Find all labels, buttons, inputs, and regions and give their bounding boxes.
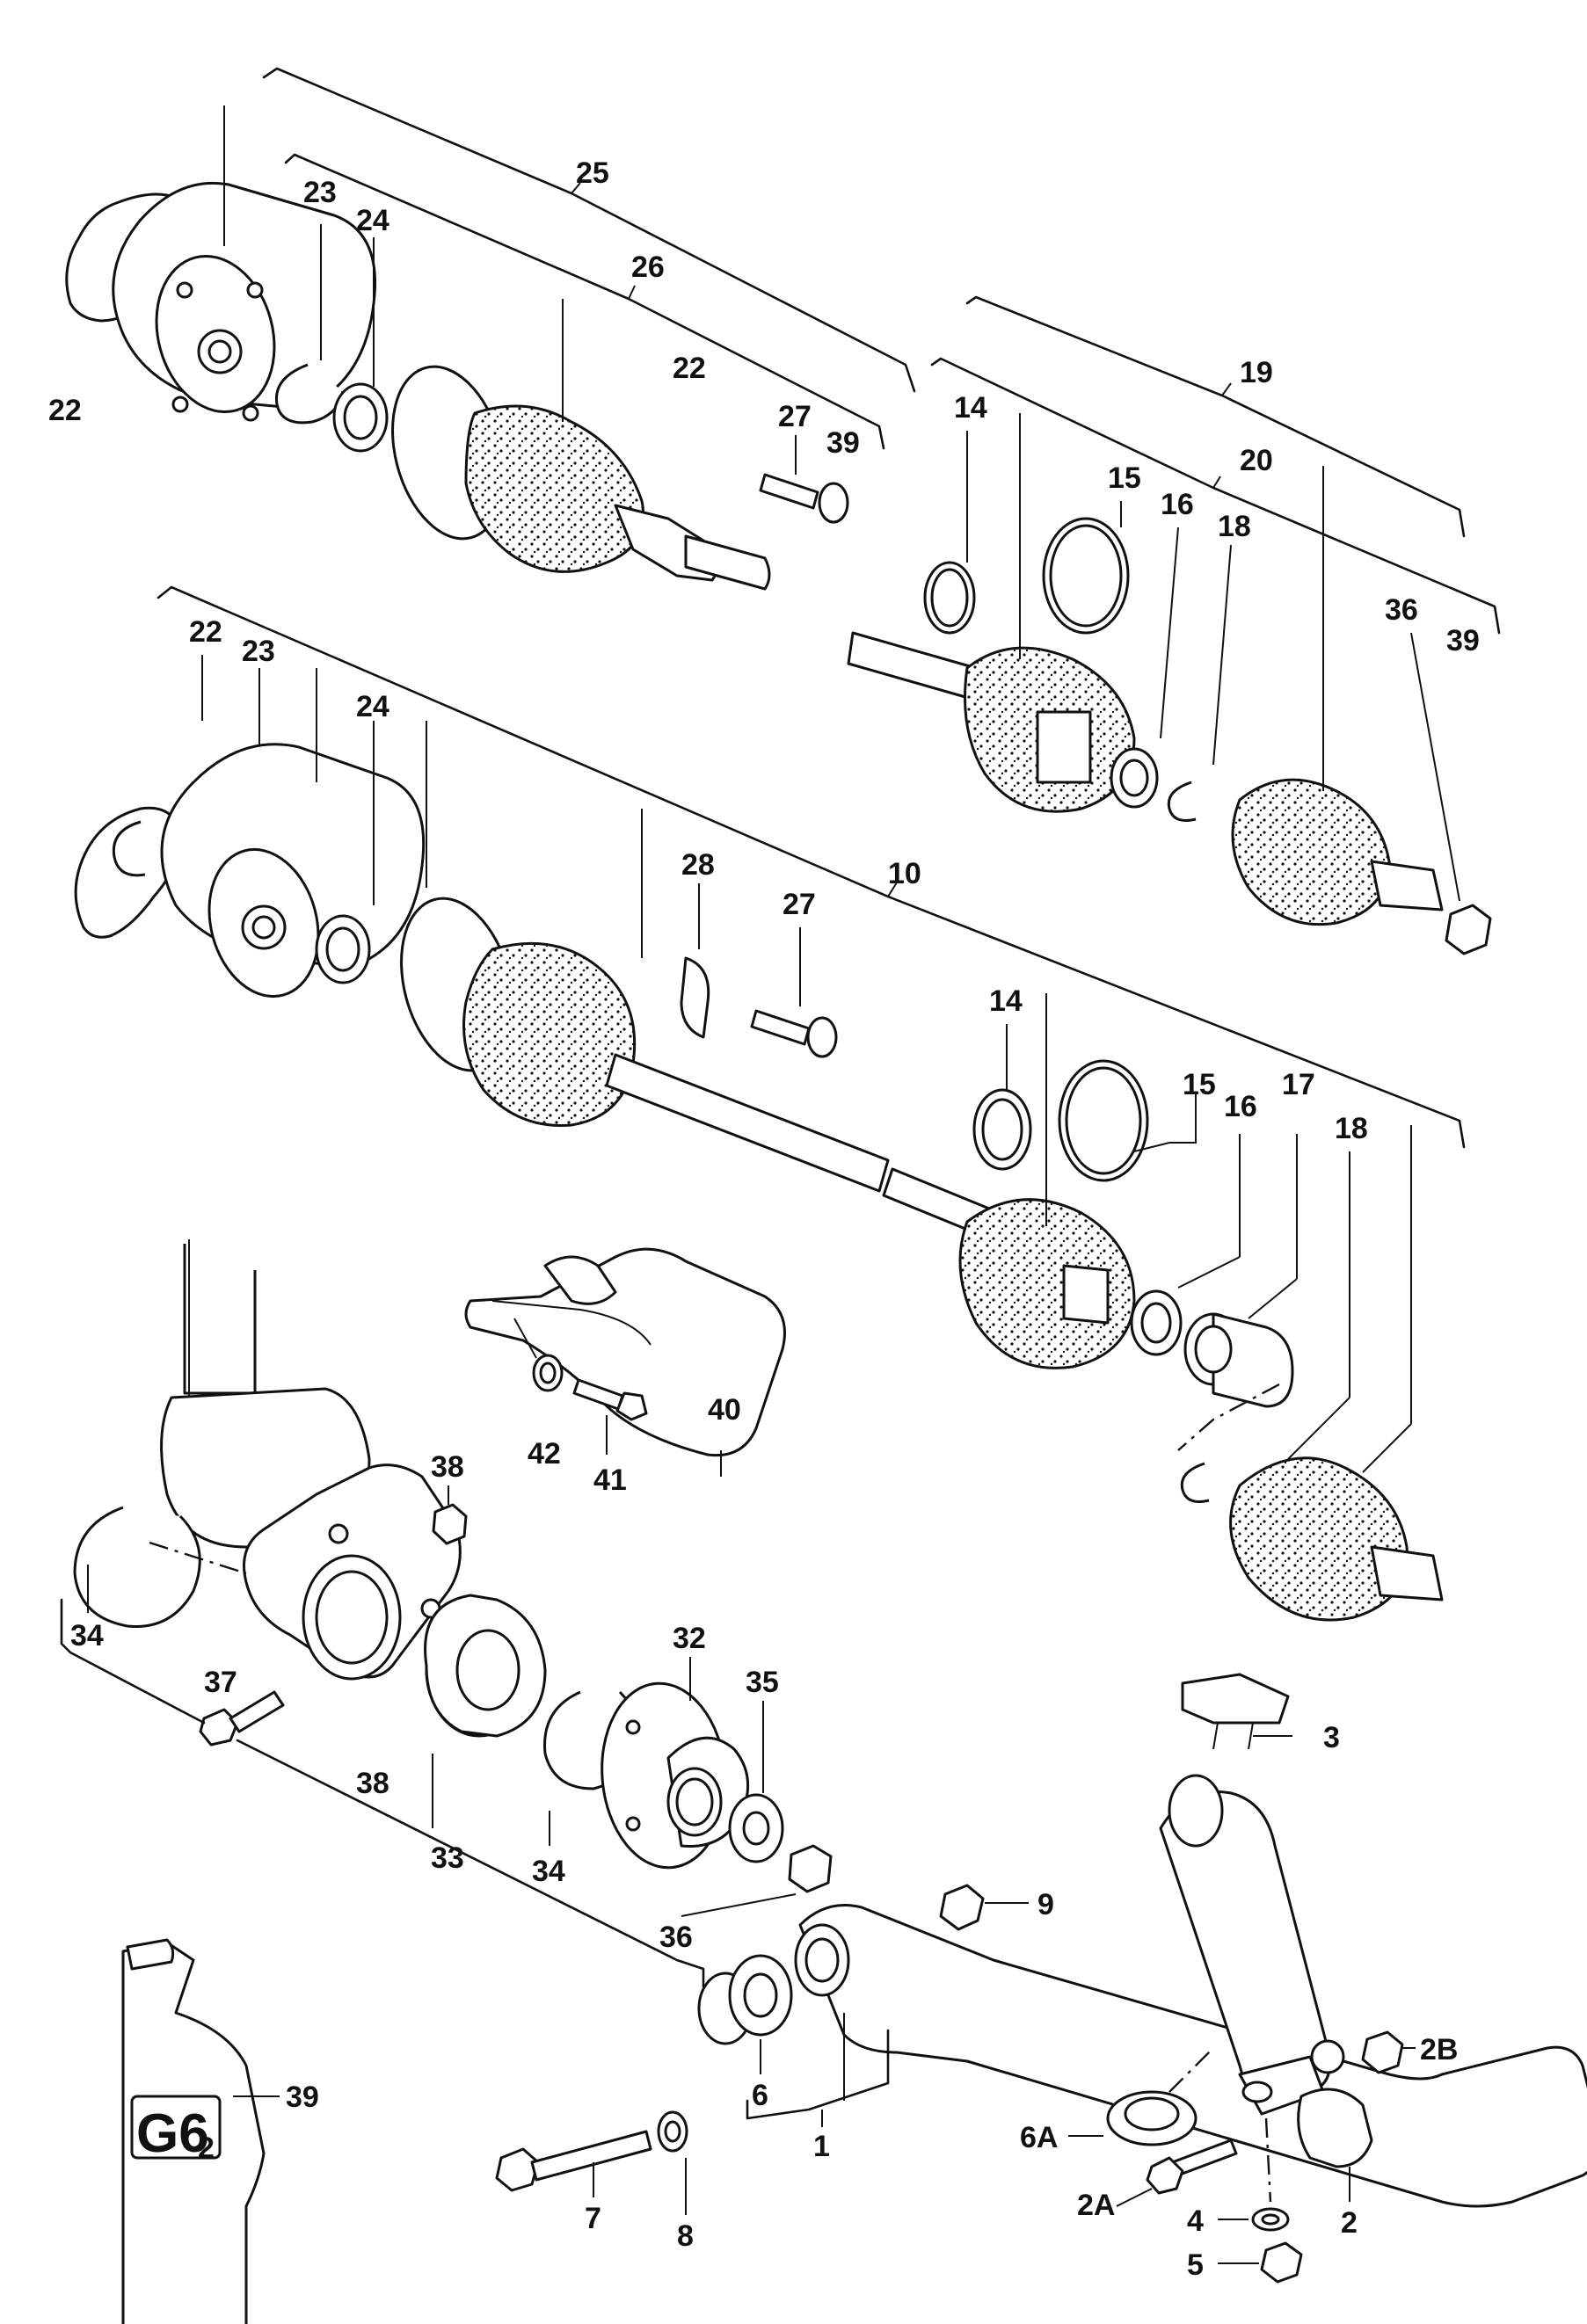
callout-15-middle: 15: [1183, 1068, 1216, 1101]
middle-driveshaft-group: [74, 585, 1466, 1622]
callout-32: 32: [673, 1622, 706, 1655]
bolt-27-middle: [750, 1009, 811, 1046]
callout-38-upper: 38: [431, 1450, 464, 1484]
cv-joint-housing-middle: [160, 668, 426, 999]
callout-18-middle: 18: [1335, 1112, 1368, 1145]
nut-36-upper: [1445, 904, 1492, 955]
callout-36-upper: 36: [1385, 593, 1418, 627]
callout-2: 2: [1341, 2206, 1358, 2240]
knuckle-hub-group: [60, 1239, 833, 1988]
nut-38-upper: [432, 1503, 468, 1545]
right-upper-joint-group: [847, 295, 1501, 955]
callout-1: 1: [813, 2130, 830, 2163]
callout-23-top: 23: [303, 176, 337, 209]
upper-driveshaft-group: [65, 67, 916, 591]
callout-33: 33: [431, 1841, 464, 1875]
callout-15-upper: 15: [1108, 461, 1141, 495]
callout-2B: 2B: [1420, 2033, 1458, 2066]
callout-34-left: 34: [70, 1619, 104, 1652]
callout-8: 8: [677, 2219, 694, 2253]
callout-28: 28: [681, 848, 715, 882]
callout-6A: 6A: [1020, 2121, 1058, 2154]
nut-9: [939, 1884, 985, 1931]
callout-24-middle: 24: [356, 690, 389, 723]
callout-9: 9: [1037, 1888, 1054, 1921]
bushing-6: [697, 1954, 793, 2045]
callout-24-top: 24: [356, 204, 389, 237]
callout-14-upper: 14: [954, 391, 987, 425]
callout-16-upper: 16: [1161, 488, 1194, 521]
callout-42: 42: [528, 1437, 561, 1471]
bushing-17: [1183, 1312, 1294, 1408]
callout-7: 7: [585, 2202, 601, 2235]
callout-39-tube: 39: [286, 2081, 319, 2114]
callout-5: 5: [1187, 2248, 1204, 2282]
circlip-34-left: [73, 1506, 201, 1628]
callout-25: 25: [576, 156, 609, 190]
control-arm-group: [495, 1673, 1587, 2284]
grease-tube-39: G6 2: [121, 1938, 280, 2324]
callout-4: 4: [1187, 2204, 1204, 2238]
heat-shield-40: [464, 1247, 786, 1477]
callout-16-middle: 16: [1224, 1090, 1257, 1123]
circlip-18-middle: [1180, 1462, 1210, 1503]
callout-27-middle: 27: [783, 888, 816, 921]
nut-5: [1260, 2241, 1303, 2284]
callout-38-lower: 38: [356, 1767, 389, 1800]
callout-22-top: 22: [673, 352, 706, 385]
circlip-23-upper: [274, 363, 345, 425]
callout-36-lower: 36: [659, 1921, 693, 1954]
bracket-28: [680, 956, 710, 1039]
callout-18-upper: 18: [1218, 510, 1251, 543]
callout-26: 26: [631, 251, 665, 284]
callout-3: 3: [1323, 1721, 1340, 1754]
nut-2B: [1361, 2030, 1404, 2074]
tube-label-sub: 2: [198, 2132, 215, 2165]
tube-label: G6: [136, 2103, 209, 2164]
callout-23-middle: 23: [242, 635, 275, 668]
nut-36-hub: [788, 1844, 833, 1893]
callout-39-upper-right: 39: [1446, 624, 1480, 657]
cv-joint-housing-upper: [112, 105, 377, 422]
wheel-hub-32: [601, 1657, 750, 1870]
callout-35: 35: [746, 1666, 779, 1699]
boot-joint-26: [391, 299, 771, 591]
callout-6: 6: [752, 2079, 768, 2112]
callout-41: 41: [593, 1463, 627, 1497]
callout-37: 37: [204, 1666, 237, 1699]
callout-34-right: 34: [532, 1855, 565, 1888]
callout-19: 19: [1240, 356, 1273, 389]
callout-27-top: 27: [778, 400, 812, 433]
callout-17: 17: [1282, 1068, 1315, 1101]
ball-joint-2: [1238, 2039, 1373, 2168]
bushing-6A: [1106, 2090, 1198, 2146]
callout-20: 20: [1240, 444, 1273, 477]
callout-22-middle: 22: [189, 615, 222, 649]
bolt-27-upper: [759, 435, 849, 524]
callout-10: 10: [888, 857, 921, 890]
bolt-37: [199, 1690, 285, 1747]
callout-39-top: 39: [826, 426, 860, 460]
circlip-18-upper: [1167, 781, 1197, 822]
callout-labels: 25 26 22 23 24 22 27 39 19 20 14 15 16 1…: [48, 156, 1480, 2282]
bolt-7: [495, 2130, 652, 2197]
callout-40: 40: [708, 1393, 741, 1427]
callout-14-middle: 14: [989, 984, 1023, 1018]
mount-plate-3: [1181, 1673, 1292, 1750]
callout-2A: 2A: [1077, 2189, 1115, 2222]
callout-22-top-left: 22: [48, 394, 82, 427]
circlip-23-middle: [112, 820, 146, 877]
